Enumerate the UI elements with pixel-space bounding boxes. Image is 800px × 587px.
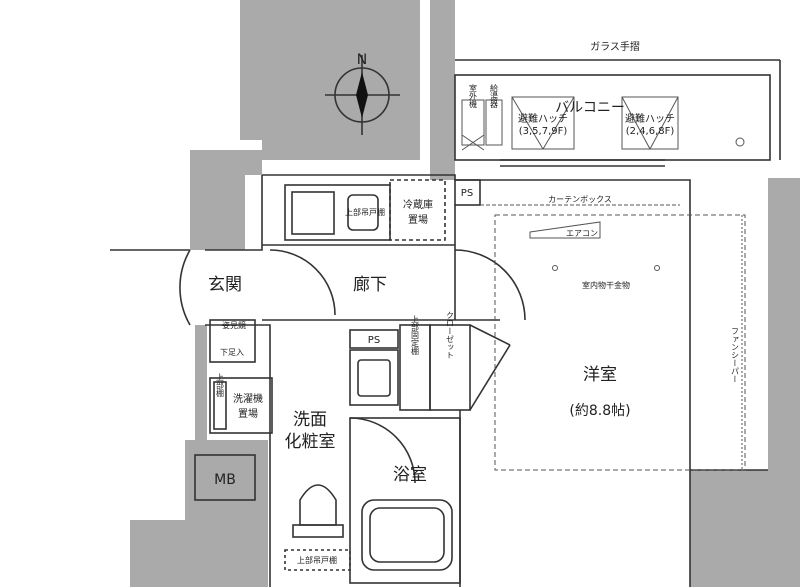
stove: [291, 191, 335, 235]
structural-walls: [130, 0, 800, 587]
toilet-upper-cabinet-label: 上部吊戸棚: [297, 555, 337, 565]
water-heater-label: 給湯器: [490, 83, 499, 109]
toilet-tank: [292, 524, 344, 538]
ps-mid-label: PS: [368, 335, 380, 346]
aircon-unit: [529, 221, 601, 239]
north-compass: N: [325, 52, 400, 135]
upper-shelf-label: 上部固定棚: [411, 315, 420, 356]
corridor-door-swing: [269, 249, 336, 316]
laundry-label-line2: 置場: [238, 407, 258, 420]
kitchen-upper-cabinet-label: 上部吊戸棚: [345, 207, 385, 217]
outline-entrance-bottom: [205, 324, 271, 440]
indoor-drying-label: 室内物干金物: [582, 280, 630, 290]
drying-hook-left: [552, 265, 558, 271]
laundry-upper-shelf: [213, 381, 227, 430]
hatch-left-diag1: [511, 96, 544, 150]
ps-top-box: [454, 179, 481, 206]
glass-rail-label: ガラス手摺: [590, 40, 640, 53]
plan-lines: [110, 59, 781, 587]
western-room-label: 洋室: [583, 365, 617, 385]
wall-left-middle: [195, 325, 207, 440]
room-dashed-line: [494, 214, 746, 471]
washbasin-outline: [349, 349, 399, 406]
north-label: N: [357, 52, 367, 68]
room-door-swing: [454, 249, 526, 321]
bathtub-inner: [369, 507, 445, 563]
drying-hook-right: [654, 265, 660, 271]
bathroom-label: 浴室: [393, 465, 427, 485]
wall-top-left-block: [240, 0, 420, 160]
aircon-label: エアコン: [566, 229, 598, 238]
sink: [347, 194, 379, 231]
drain-circle: [735, 137, 745, 147]
outline-left-top: [205, 175, 263, 251]
laundry-label-line1: 洗濯機: [233, 392, 263, 405]
fridge-label-line2: 置場: [408, 213, 428, 226]
fridge-space: [389, 179, 446, 241]
shoe-box-outline: [209, 319, 256, 363]
fan-sheet-label: ファンシーパー: [731, 327, 740, 383]
closet-label: クローゼット: [446, 311, 455, 359]
hatch-right-label: 避難ハッチ: [625, 112, 675, 125]
shoe-box-label: 下足入: [220, 348, 244, 357]
closet-door-1: [469, 324, 511, 346]
wall-top-center: [430, 0, 455, 180]
toilet-upper-cabinet: [284, 549, 351, 571]
laundry-space: [209, 377, 273, 434]
washroom-label-line1: 洗面: [293, 410, 327, 430]
bath-door-swing: [349, 417, 416, 484]
hatch-right-diag1: [621, 96, 651, 150]
water-heater-box: [485, 99, 503, 146]
outdoor-unit-mark2: [461, 134, 485, 151]
hatch-left-diag2: [542, 96, 575, 150]
wall-left-upper: [190, 150, 262, 250]
wall-bottom-right: [690, 470, 768, 587]
compass-needle: [356, 72, 368, 118]
hatch-left-floors: (3,5,7,9F): [519, 126, 568, 137]
ps-mid-box: [349, 329, 399, 349]
washroom-label-line2: 化粧室: [285, 432, 336, 452]
closet-door-2: [469, 344, 511, 411]
western-room-size: (約8.8帖): [569, 403, 630, 419]
mirror-label: 姿見鏡: [222, 320, 246, 330]
hatch-right-floors: (2,4,6,8F): [626, 126, 675, 137]
ps-top-label: PS: [461, 188, 473, 199]
corridor-label: 廊下: [353, 275, 387, 295]
wall-bottom-left: [130, 440, 268, 587]
mb-box: [194, 454, 256, 501]
laundry-upper-shelf-label: 上部棚: [216, 373, 225, 398]
entrance-door-swing: [179, 249, 191, 326]
hatch-left-label: 避難ハッチ: [518, 112, 568, 125]
outline-top-right: [262, 174, 768, 471]
hatch-right-diag2: [649, 96, 679, 150]
wall-right: [768, 178, 800, 587]
entrance-label: 玄関: [208, 275, 242, 295]
mb-label: MB: [214, 472, 236, 488]
closet-box: [429, 324, 471, 411]
thin-lines: [461, 96, 746, 471]
outdoor-unit-label: 室外機: [469, 83, 478, 109]
fridge-label-line1: 冷蔵庫: [403, 198, 433, 211]
balcony-label: バルコニー: [555, 100, 625, 116]
toilet-bowl: [299, 484, 337, 526]
bathtub-outer: [361, 499, 453, 571]
washbasin-bowl: [357, 359, 391, 397]
curtain-box-label: カーテンボックス: [548, 195, 612, 204]
outdoor-unit-box: [461, 99, 485, 146]
